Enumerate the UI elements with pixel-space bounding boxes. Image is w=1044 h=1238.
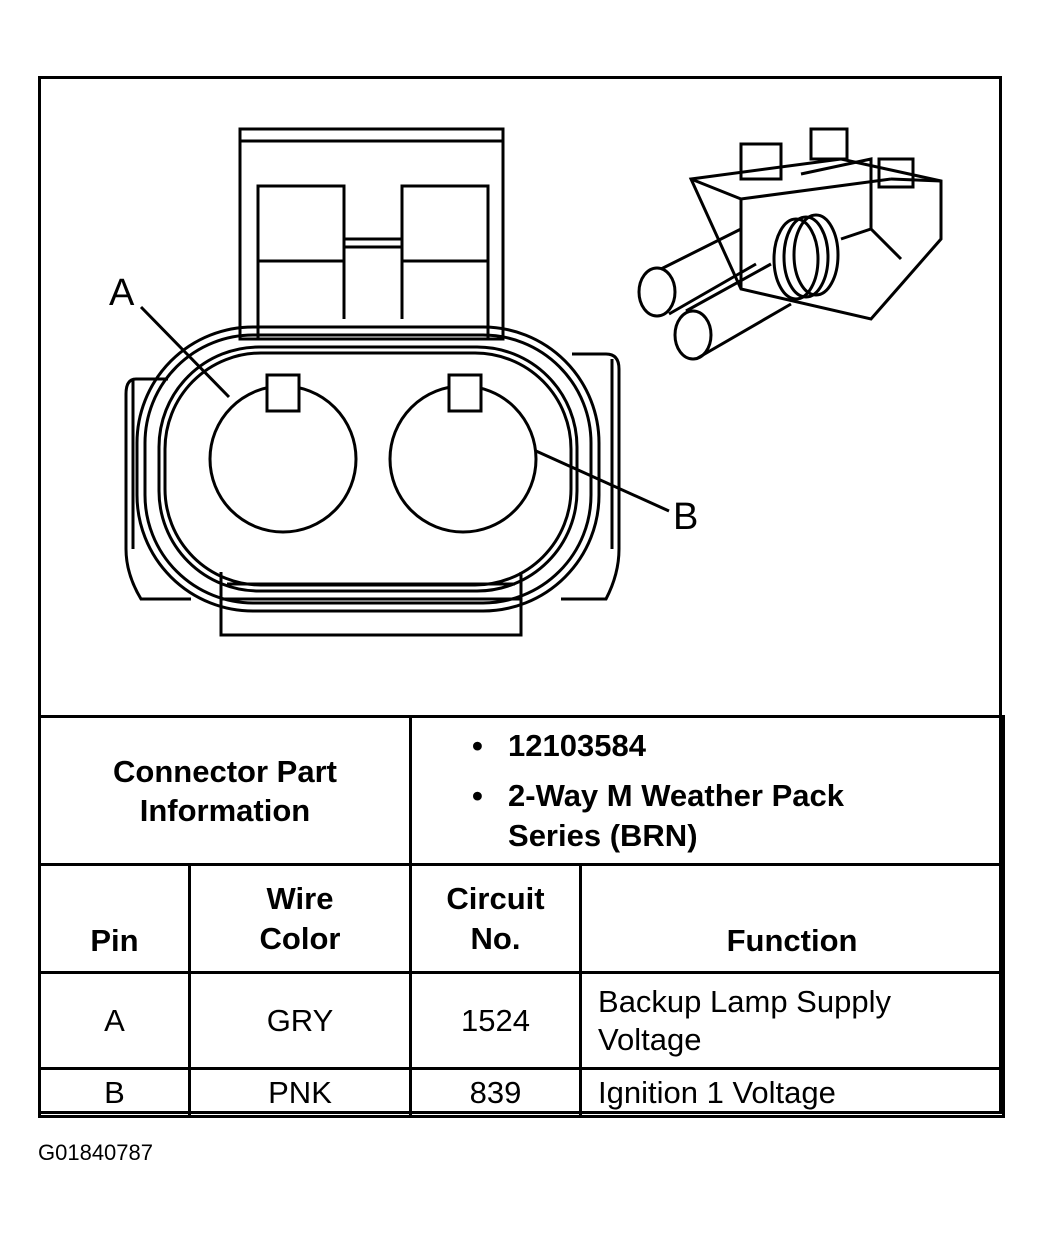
connector-housing: [135, 325, 601, 613]
header-pin: Pin: [38, 863, 191, 974]
callout-b-leader: [535, 449, 670, 513]
callout-a-leader: [139, 305, 231, 399]
cavity-a: [208, 373, 358, 534]
connector-info-table: Connector Part Information • 12103584 • …: [37, 715, 1006, 1118]
diagram-frame: A B Connector Part Information • 1210358…: [37, 76, 1006, 1118]
header-wire-color-line1: Wire: [266, 880, 334, 916]
pin-cell: B: [38, 1067, 191, 1118]
header-function: Function: [579, 863, 1006, 974]
header-circuit-line1: Circuit: [446, 880, 545, 916]
callout-a-label: A: [109, 272, 135, 314]
description-line2: Series (BRN): [508, 817, 698, 853]
description-line1: 2-Way M Weather Pack: [508, 777, 844, 813]
wire-color-cell: GRY: [187, 971, 413, 1070]
circuit-cell: 839: [409, 1067, 583, 1118]
header-wire-color-line2: Color: [259, 920, 341, 956]
function-cell: Backup Lamp Supply Voltage: [579, 971, 1006, 1070]
connector-part-info-label-line2: Information: [139, 792, 311, 828]
header-wire-color: Wire Color: [187, 863, 413, 974]
connector-isometric-view: [637, 127, 943, 361]
function-line1: Ignition 1 Voltage: [598, 1074, 836, 1110]
bullet-icon: •: [472, 777, 483, 813]
figure-id: G01840787: [38, 1140, 153, 1165]
connector-diagram: A B: [109, 127, 943, 637]
connector-part-info-label: Connector Part Information: [37, 715, 413, 866]
description-item: • 2-Way M Weather Pack Series (BRN): [472, 776, 1002, 856]
callout-b-label: B: [673, 496, 698, 538]
table-row: A GRY 1524 Backup Lamp Supply Voltage: [38, 971, 1006, 1070]
connector-part-info-label-line1: Connector Part: [113, 753, 337, 789]
circuit-cell: 1524: [409, 971, 583, 1070]
function-line1: Backup Lamp Supply: [598, 983, 891, 1019]
header-circuit-line2: No.: [470, 920, 521, 956]
function-cell: Ignition 1 Voltage: [579, 1067, 1006, 1118]
table-row: B PNK 839 Ignition 1 Voltage: [38, 1067, 1006, 1118]
connector-lock-tab: [219, 572, 523, 637]
cavity-b: [388, 373, 538, 534]
wire-color-cell: PNK: [187, 1067, 413, 1118]
part-number: 12103584: [508, 727, 646, 763]
table-header-row: Pin Wire Color Circuit No. Function: [38, 863, 1006, 974]
connector-side-tabs: [124, 352, 621, 601]
connector-part-info-row: Connector Part Information • 12103584 • …: [37, 715, 1006, 866]
connector-latch-block: [238, 127, 505, 341]
header-circuit: Circuit No.: [409, 863, 583, 974]
part-number-item: • 12103584: [472, 726, 1002, 766]
connector-part-info-values: • 12103584 • 2-Way M Weather Pack Series…: [409, 715, 1006, 866]
bullet-icon: •: [472, 727, 483, 763]
function-line2: Voltage: [598, 1021, 702, 1057]
pin-cell: A: [38, 971, 191, 1070]
